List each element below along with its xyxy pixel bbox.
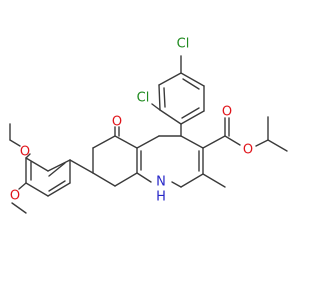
bond bbox=[47, 159, 71, 172]
bond bbox=[159, 109, 182, 125]
bond bbox=[151, 103, 161, 111]
bond bbox=[25, 153, 31, 159]
oxygen-label-ketone: O bbox=[112, 115, 122, 130]
bond bbox=[136, 172, 152, 183]
atom-labels: Cl Cl O O O O O N H bbox=[10, 37, 253, 205]
bond bbox=[171, 181, 182, 188]
oxygen-label-methoxy-upper: O bbox=[20, 145, 30, 160]
bond bbox=[180, 110, 205, 125]
bond bbox=[25, 182, 49, 197]
molecule-structure: Cl Cl O O O O O N H bbox=[9, 37, 288, 214]
nitrogen-label: N bbox=[156, 175, 166, 190]
bond bbox=[69, 159, 94, 174]
bond bbox=[224, 135, 241, 146]
bond bbox=[48, 162, 66, 177]
bond bbox=[114, 172, 138, 187]
bond bbox=[136, 135, 160, 149]
structure-canvas: Cl Cl O O O O O N H bbox=[9, 36, 288, 214]
bond bbox=[180, 173, 204, 188]
chlorine-label-ortho: Cl bbox=[137, 91, 150, 106]
bond bbox=[47, 182, 71, 197]
oxygen-label-ester-double: O bbox=[222, 105, 232, 120]
bond bbox=[92, 135, 116, 149]
bond bbox=[158, 84, 161, 111]
oxygen-label-methoxy-lower: O bbox=[10, 189, 20, 204]
bond bbox=[202, 135, 226, 149]
bond bbox=[180, 135, 204, 149]
bond bbox=[163, 87, 166, 108]
oxygen-label-ester-single: O bbox=[243, 143, 253, 158]
bond bbox=[158, 72, 182, 86]
bond bbox=[267, 139, 288, 152]
bond bbox=[25, 157, 49, 172]
chlorine-label-top: Cl bbox=[177, 37, 190, 52]
bond bbox=[11, 202, 27, 214]
bond bbox=[92, 172, 116, 187]
hydrogen-label: H bbox=[156, 190, 166, 205]
bond bbox=[180, 72, 205, 87]
bond bbox=[202, 173, 226, 188]
bond bbox=[9, 139, 21, 147]
bond bbox=[255, 139, 269, 147]
bond bbox=[114, 135, 138, 149]
bond bbox=[18, 182, 27, 190]
bond bbox=[48, 180, 66, 192]
bonds bbox=[9, 55, 288, 214]
bond bbox=[182, 78, 200, 90]
bond bbox=[181, 107, 200, 119]
